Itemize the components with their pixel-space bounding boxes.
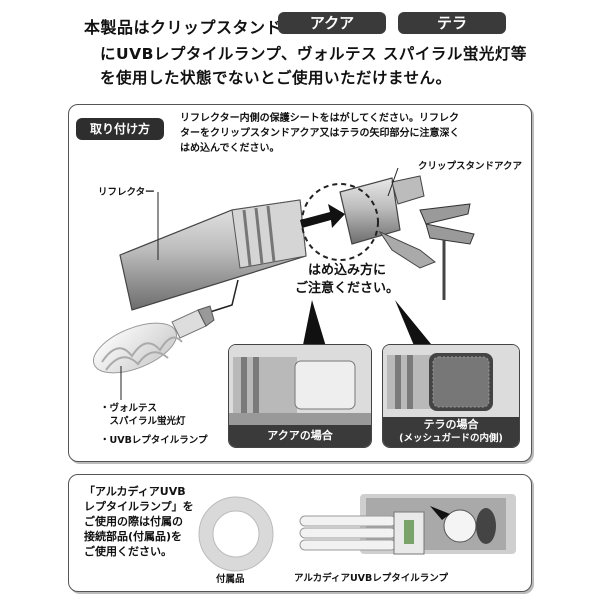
accessory-note: 「アルカディアUVB レプタイルランプ」を ご使用の際は付属の 接続部品(付属品… (84, 484, 194, 559)
instruction-line-1: リフレクター内側の保護シートをはがしてください。リフレク (180, 113, 459, 124)
callout-text: はめ込み方に ご注意ください。 (280, 262, 414, 298)
instruction-line-3: はめ込んでください。 (180, 143, 280, 154)
label-clip-stand: クリップスタンドアクア (418, 161, 523, 172)
label-lamps-line-2: スパイラル蛍光灯 (100, 416, 186, 427)
accessory-ring (198, 496, 274, 572)
label-lamps: ・ヴォルテス スパイラル蛍光灯 ・UVBレプタイルランプ (100, 402, 208, 447)
note-line-3: ご使用の際は付属の (84, 515, 183, 528)
uvb-lamp-illustration (299, 494, 516, 555)
spiral-lamp-shape (93, 305, 215, 374)
label-lamps-line-3: ・UVBレプタイルランプ (100, 435, 208, 446)
label-uvb-lamp: アルカディアUVBレプタイルランプ (294, 573, 448, 584)
caption-aqua: アクアの場合 (229, 425, 371, 447)
clip-stand-shape (339, 175, 475, 300)
header-line-3: を使用した状態でないとご使用いただけません。 (100, 69, 452, 87)
label-lamps-line-1: ・ヴォルテス (100, 403, 158, 414)
label-accessory: 付属品 (216, 574, 245, 585)
install-badge: 取り付け方 (76, 118, 164, 140)
detail-terra: テラの場合 (メッシュガードの内側) (382, 344, 520, 448)
callout-line-1: はめ込み方に (307, 263, 386, 278)
note-line-4: 接続部品(付属品)を (84, 530, 183, 543)
reflector-shape (119, 199, 307, 311)
aqua-detail-image (229, 345, 371, 425)
caption-terra-line-1: テラの場合 (423, 418, 479, 431)
note-line-1: 「アルカディアUVB (84, 485, 186, 498)
install-instructions: リフレクター内側の保護シートをはがしてください。リフレク ターをクリップスタンド… (180, 111, 525, 156)
note-line-5: ご使用ください。 (84, 545, 172, 558)
instruction-line-2: ターをクリップスタンドアクア又はテラの矢印部分に注意深く (180, 128, 460, 139)
caption-terra: テラの場合 (メッシュガードの内側) (383, 417, 519, 447)
caption-terra-line-2: (メッシュガードの内側) (399, 433, 503, 444)
note-line-2: レプタイルランプ」を (84, 500, 194, 513)
terra-detail-image (383, 345, 519, 417)
callout-line-2: ご注意ください。 (294, 281, 399, 296)
pill-terra: テラ (398, 12, 506, 34)
detail-aqua: アクアの場合 (228, 344, 372, 448)
header-line-2: にUVBレプタイルランプ、ヴォルテス スパイラル蛍光灯等 (100, 45, 527, 63)
header-line-1: 本製品はクリップスタンド (84, 18, 283, 37)
label-reflector: リフレクター (98, 187, 155, 198)
pill-aqua: アクア (278, 12, 386, 34)
